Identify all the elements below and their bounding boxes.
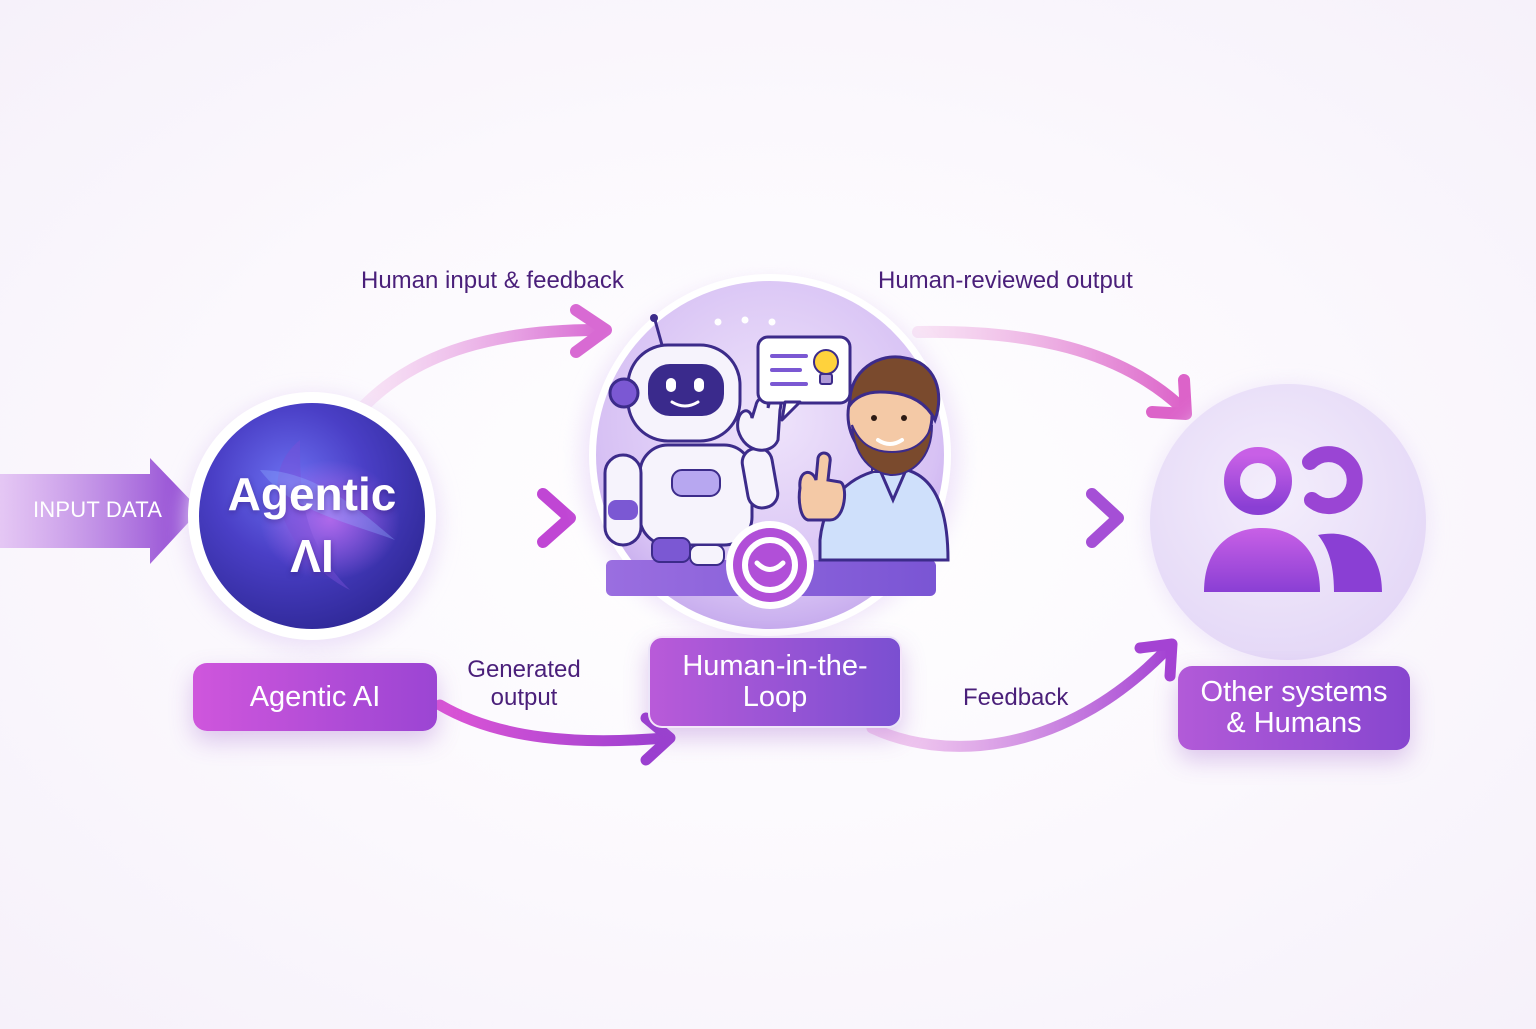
smile-icon	[726, 521, 814, 609]
agentic-ai-circle-subtitle: ΛI	[200, 532, 424, 580]
lightbulb-icon	[813, 349, 839, 385]
input-data-label: INPUT DATA	[33, 497, 163, 522]
hitl-pill-line2: Loop	[742, 681, 808, 713]
label-human-input-feedback: Human input & feedback	[361, 267, 624, 294]
agentic-ai-pill-label: Agentic AI	[249, 680, 381, 713]
agentic-ai-circle-line1: Agentic	[227, 468, 397, 520]
arc-feedback	[866, 638, 1178, 752]
label-generated-output: Generated output	[452, 656, 596, 712]
robot-icon	[603, 314, 783, 566]
hitl-pill: Human-in-the- Loop	[648, 636, 902, 728]
agentic-ai-circle-line2: ΛI	[290, 530, 334, 582]
other-pill-line2: & Humans	[1226, 707, 1362, 739]
hitl-pill-line1: Human-in-the-	[682, 650, 868, 682]
arrow-hitl-to-other	[934, 488, 1124, 548]
agentic-ai-circle-title: Agentic	[200, 470, 424, 518]
users-icon	[1204, 446, 1382, 592]
person-icon	[797, 355, 950, 562]
arc-human-reviewed-output	[912, 325, 1192, 420]
other-pill: Other systems & Humans	[1178, 666, 1410, 750]
label-feedback: Feedback	[963, 684, 1069, 711]
label-generated-output-line1: Generated	[467, 656, 581, 683]
arrow-ai-to-hitl	[434, 488, 576, 548]
input-arrow	[0, 458, 200, 564]
arc-human-input-feedback	[359, 304, 612, 411]
agentic-ai-node	[184, 392, 440, 650]
other-pill-line1: Other systems	[1200, 676, 1388, 708]
label-generated-output-line2: output	[490, 684, 558, 711]
label-human-reviewed-output: Human-reviewed output	[878, 267, 1133, 294]
agentic-ai-pill: Agentic AI	[193, 663, 437, 731]
hitl-node	[580, 274, 960, 640]
other-node	[1148, 384, 1428, 665]
arc-generated-output	[434, 699, 676, 766]
